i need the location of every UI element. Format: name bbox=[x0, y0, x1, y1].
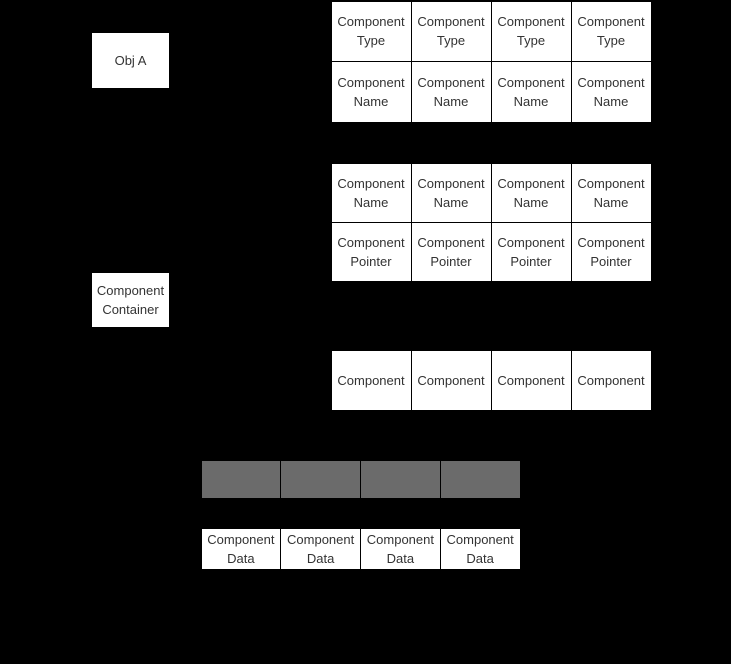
table-component-data: Component Data Component Data Component … bbox=[200, 527, 521, 570]
table-cell[interactable]: Component Data bbox=[280, 527, 361, 570]
table-cell[interactable]: Component Pointer bbox=[570, 221, 652, 282]
table-cell[interactable]: Component bbox=[330, 349, 412, 411]
table-cell[interactable]: Component Data bbox=[360, 527, 441, 570]
memory-block-cell[interactable] bbox=[439, 459, 521, 499]
table-component-name-pointer: Component Name Component Name Component … bbox=[330, 162, 652, 282]
table-cell[interactable]: Component Name bbox=[330, 61, 412, 123]
table-component-row: Component Component Component Component bbox=[330, 349, 652, 411]
table-cell[interactable]: Component Type bbox=[570, 0, 652, 62]
table-cell[interactable]: Component Type bbox=[330, 0, 412, 62]
table-cell[interactable]: Component bbox=[490, 349, 572, 411]
table-cell[interactable]: Component bbox=[570, 349, 652, 411]
table-cell[interactable]: Component bbox=[410, 349, 492, 411]
table-cell[interactable]: Component Pointer bbox=[410, 221, 492, 282]
table-cell[interactable]: Component Name bbox=[410, 61, 492, 123]
table-cell[interactable]: Component Data bbox=[439, 527, 521, 570]
node-obj-a[interactable]: Obj A bbox=[91, 32, 170, 89]
table-cell[interactable]: Component Name bbox=[570, 162, 652, 223]
table-cell[interactable]: Component Pointer bbox=[330, 221, 412, 282]
table-cell[interactable]: Component Name bbox=[410, 162, 492, 223]
table-component-type-name: Component Type Component Type Component … bbox=[330, 0, 652, 123]
table-cell[interactable]: Component Name bbox=[330, 162, 412, 223]
memory-block-bar bbox=[200, 459, 521, 499]
node-component-container[interactable]: Component Container bbox=[91, 272, 170, 328]
table-cell[interactable]: Component Type bbox=[410, 0, 492, 62]
table-cell[interactable]: Component Type bbox=[490, 0, 572, 62]
table-cell[interactable]: Component Pointer bbox=[490, 221, 572, 282]
table-cell[interactable]: Component Data bbox=[200, 527, 282, 570]
table-cell[interactable]: Component Name bbox=[490, 61, 572, 123]
memory-block-cell[interactable] bbox=[360, 459, 441, 499]
memory-block-cell[interactable] bbox=[200, 459, 282, 499]
table-cell[interactable]: Component Name bbox=[570, 61, 652, 123]
memory-block-cell[interactable] bbox=[280, 459, 361, 499]
table-cell[interactable]: Component Name bbox=[490, 162, 572, 223]
